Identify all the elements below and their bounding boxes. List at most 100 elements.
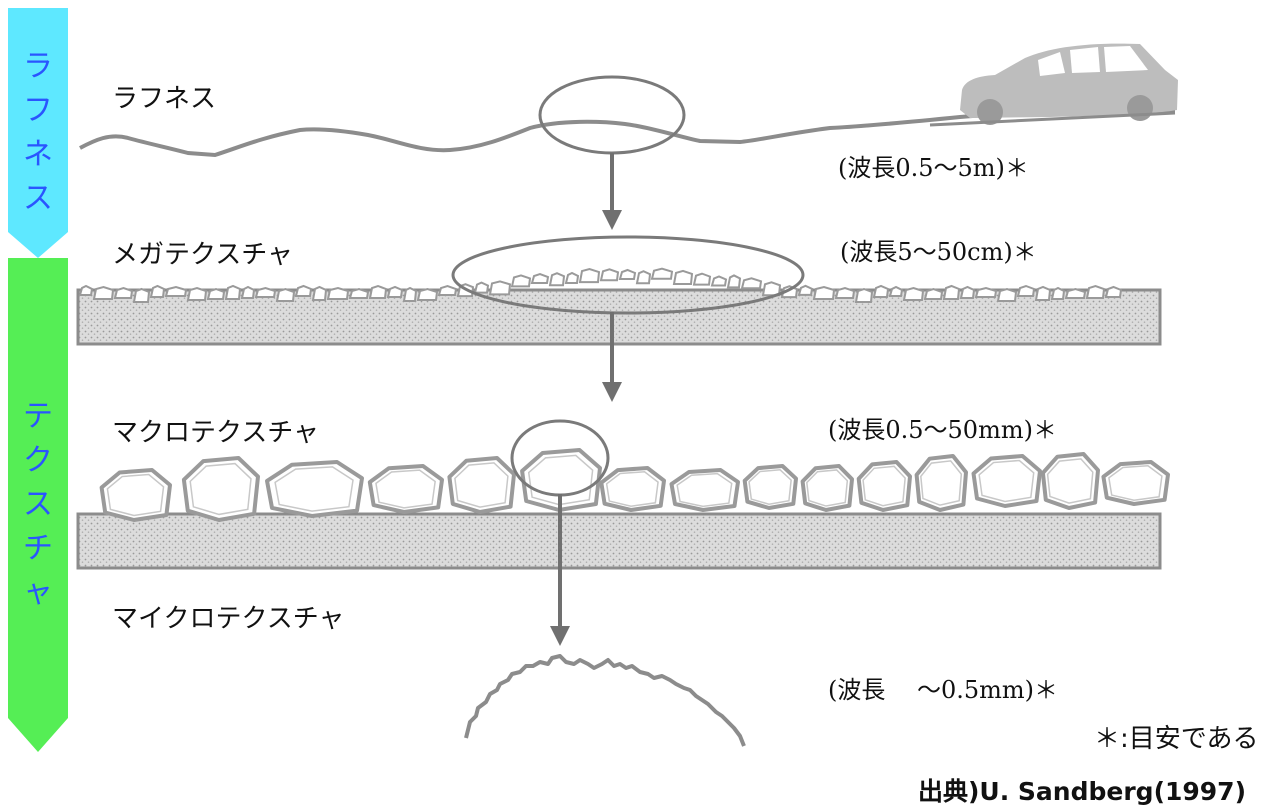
aggregate-chip xyxy=(650,267,674,280)
aggregate-chip xyxy=(368,284,388,299)
aggregate-chip xyxy=(618,268,637,280)
aggregate-chip xyxy=(294,284,313,297)
aggregate-chip xyxy=(692,272,712,286)
arrow-macro-to-micro xyxy=(550,494,570,646)
aggregate-chip xyxy=(132,287,151,303)
aggregate-chip xyxy=(416,287,439,301)
macro-texture-ground xyxy=(76,512,1162,570)
mega-texture-ground xyxy=(76,288,1162,346)
band-char: ス xyxy=(23,181,53,216)
band-char: ラ xyxy=(23,49,53,84)
aggregate-chip xyxy=(872,284,890,298)
aggregate-chip xyxy=(635,270,652,285)
aggregate-chip xyxy=(599,268,620,282)
macro-texture-label: マクロテクスチャ xyxy=(112,418,319,448)
aggregate-stone-inner xyxy=(454,462,509,508)
aggregate-chip xyxy=(1064,287,1087,299)
aggregate-chip xyxy=(1016,284,1036,297)
aggregate-chip xyxy=(942,284,961,300)
aggregate-stone xyxy=(669,468,740,512)
aggregate-stone-inner xyxy=(274,466,354,512)
aggregate-chip xyxy=(224,284,242,300)
band-char: フ xyxy=(23,93,53,128)
micro-texture-profile xyxy=(464,654,746,747)
aggregate-chip xyxy=(1085,284,1106,299)
aggregate-stone-inner xyxy=(1108,465,1163,501)
aggregate-stone-inner xyxy=(676,472,733,508)
arrow-roughness-to-mega xyxy=(602,153,622,230)
aggregate-chip xyxy=(959,285,976,299)
arrow-mega-to-macro xyxy=(602,312,622,402)
aggregate-stone-inner xyxy=(978,459,1035,503)
aggregate-stone xyxy=(856,460,912,512)
texture-band-label: テ ク ス チ ャ xyxy=(22,402,54,622)
aggregate-chip xyxy=(710,275,728,287)
aggregate-chip xyxy=(797,284,814,296)
aggregate-stone-inner xyxy=(806,469,849,507)
aggregate-stone-inner xyxy=(106,473,165,517)
aggregate-chip xyxy=(902,286,925,301)
band-char: ス xyxy=(23,487,53,522)
aggregate-stone xyxy=(447,456,516,514)
aggregate-chip xyxy=(726,274,742,289)
aggregate-stone xyxy=(99,468,172,522)
aggregate-chip xyxy=(275,287,296,302)
aggregate-stone-inner xyxy=(1046,458,1094,504)
aggregate-stone xyxy=(181,456,260,522)
macro-texture-wavelength: (波長0.5〜50mm)＊ xyxy=(828,416,1057,444)
source-citation: 出典)U. Sandberg(1997) xyxy=(918,777,1247,806)
car-icon xyxy=(929,43,1178,127)
aggregate-chip xyxy=(402,286,418,302)
aggregate-chip xyxy=(974,286,998,298)
aggregate-chip xyxy=(473,281,490,294)
micro-texture-wavelength: (波長 〜0.5mm)＊ xyxy=(828,676,1059,704)
aggregate-chip xyxy=(996,287,1018,302)
mega-texture-wavelength: (波長5〜50cm)＊ xyxy=(840,238,1037,266)
aggregate-chip xyxy=(240,285,256,299)
aggregate-chip xyxy=(578,268,601,284)
aggregate-chip xyxy=(1034,285,1052,301)
band-char: テ xyxy=(23,399,53,434)
aggregate-chip xyxy=(530,272,550,285)
micro-texture-label: マイクロテクスチャ xyxy=(112,604,345,634)
band-char: ャ xyxy=(23,575,53,610)
aggregate-chip xyxy=(186,286,208,301)
aggregate-chip xyxy=(812,285,836,300)
aggregate-chip xyxy=(386,285,404,298)
roughness-band xyxy=(8,8,68,258)
aggregate-chip xyxy=(92,285,115,300)
aggregate-chip xyxy=(548,272,566,287)
aggregate-stone-inner xyxy=(748,469,792,505)
band-char: ネ xyxy=(23,137,53,172)
aggregate-chip xyxy=(564,271,580,284)
aggregate-stone-inner xyxy=(862,465,906,507)
macro-texture-stones xyxy=(99,448,1170,522)
aggregate-stone xyxy=(742,464,798,510)
roughness-profile xyxy=(79,110,1176,158)
aggregate-chip xyxy=(888,285,904,297)
aggregate-stone xyxy=(1040,452,1100,510)
aggregate-chip xyxy=(488,280,512,296)
aggregate-chip xyxy=(149,284,166,298)
aggregate-stone-inner xyxy=(605,471,659,507)
mega-texture-label: メガテクスチャ xyxy=(112,240,293,270)
mega-zoom-ellipse xyxy=(451,235,805,315)
aggregate-chip xyxy=(164,285,188,297)
aggregate-chip xyxy=(834,286,856,299)
aggregate-chip xyxy=(326,286,350,300)
aggregate-chip xyxy=(1050,286,1066,300)
texture-band xyxy=(8,258,68,752)
band-char: ク xyxy=(23,443,53,478)
aggregate-stone xyxy=(914,454,968,512)
footnote: ＊:目安である xyxy=(1094,724,1259,754)
roughness-wavelength: (波長0.5〜5m)＊ xyxy=(838,154,1029,182)
aggregate-stone xyxy=(1101,460,1170,506)
aggregate-chip xyxy=(78,284,94,296)
aggregate-chip xyxy=(510,274,532,288)
aggregate-chip xyxy=(437,284,458,296)
aggregate-stone xyxy=(599,466,666,512)
aggregate-stone xyxy=(800,464,854,512)
aggregate-stone xyxy=(971,454,1042,508)
aggregate-chip xyxy=(113,286,134,299)
